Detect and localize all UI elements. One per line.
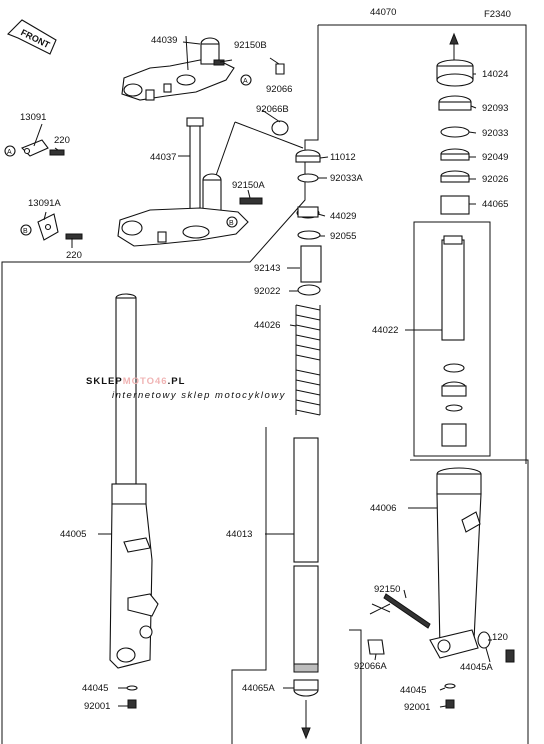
part-number-labels: 44070 44039 92150B 92066 13091 220 92066… <box>20 7 508 713</box>
small-hardware-group <box>21 59 289 241</box>
label-92049: 92049 <box>482 152 508 163</box>
label-92093: 92093 <box>482 103 508 114</box>
svg-text:A: A <box>7 149 12 156</box>
label-92066A: 92066A <box>354 661 387 672</box>
label-92150B: 92150B <box>234 40 267 51</box>
watermark: SKLEPMOTO46.PL internetowy sklep motocyk… <box>86 376 286 401</box>
label-92143: 92143 <box>254 263 280 274</box>
label-92055: 92055 <box>330 231 356 242</box>
label-92001-right: 92001 <box>404 702 430 713</box>
label-44029: 44029 <box>330 211 356 222</box>
label-44013: 44013 <box>226 529 252 540</box>
front-arrow-icon: FRONT <box>7 19 57 55</box>
left-fork-leg-44005 <box>109 293 159 709</box>
label-13091A: 13091A <box>28 198 61 209</box>
svg-text:B: B <box>229 220 234 227</box>
label-92033A: 92033A <box>330 173 363 184</box>
label-44045-left: 44045 <box>82 683 108 694</box>
figure-code: F2340 <box>484 9 511 20</box>
label-220-bottom: 220 <box>66 250 82 261</box>
callout-markers: A A B B <box>4 74 252 236</box>
label-44006: 44006 <box>370 503 396 514</box>
label-220-top: 220 <box>54 135 70 146</box>
callout-a-right <box>240 74 252 86</box>
label-92066B: 92066B <box>256 104 289 115</box>
label-44039: 44039 <box>151 35 177 46</box>
watermark-brand-tld: .PL <box>168 376 186 387</box>
label-92022: 92022 <box>254 286 280 297</box>
label-44065A: 44065A <box>242 683 275 694</box>
label-92033: 92033 <box>482 128 508 139</box>
label-92066: 92066 <box>266 84 292 95</box>
label-120: 120 <box>492 632 508 643</box>
label-44070: 44070 <box>370 7 396 18</box>
label-92150A: 92150A <box>232 180 265 191</box>
svg-text:A: A <box>243 78 248 85</box>
label-44037: 44037 <box>150 152 176 163</box>
callout-b-left <box>20 224 32 236</box>
label-44045-right: 44045 <box>400 685 426 696</box>
watermark-brand-mid: MOTO <box>123 376 155 387</box>
right-column-parts <box>436 32 474 447</box>
callout-b-right <box>226 216 238 228</box>
label-44065: 44065 <box>482 199 508 210</box>
watermark-brand-left: SKLEP <box>86 376 123 387</box>
svg-text:B: B <box>23 228 28 235</box>
right-fork-leg-44006 <box>367 467 515 709</box>
callout-a-left <box>4 145 16 157</box>
label-92150: 92150 <box>374 584 400 595</box>
label-14024: 14024 <box>482 69 508 80</box>
assembly-boundary-lines <box>1 24 529 744</box>
steering-stem-44037 <box>117 117 249 247</box>
label-44005: 44005 <box>60 529 86 540</box>
label-44026: 44026 <box>254 320 280 331</box>
watermark-brand-num: 46 <box>155 376 168 387</box>
label-11012: 11012 <box>330 152 356 163</box>
label-92026: 92026 <box>482 174 508 185</box>
label-13091: 13091 <box>20 112 46 123</box>
label-44045A: 44045A <box>460 662 493 673</box>
label-44022: 44022 <box>372 325 398 336</box>
label-92001-left: 92001 <box>84 701 110 712</box>
upper-bracket-44039 <box>121 35 235 101</box>
svg-text:SKLEPMOTO46.PL: SKLEPMOTO46.PL <box>86 376 185 387</box>
center-column-parts <box>293 149 322 740</box>
leader-lines <box>33 41 492 708</box>
watermark-tagline: internetowy sklep motocyklowy <box>112 390 286 401</box>
